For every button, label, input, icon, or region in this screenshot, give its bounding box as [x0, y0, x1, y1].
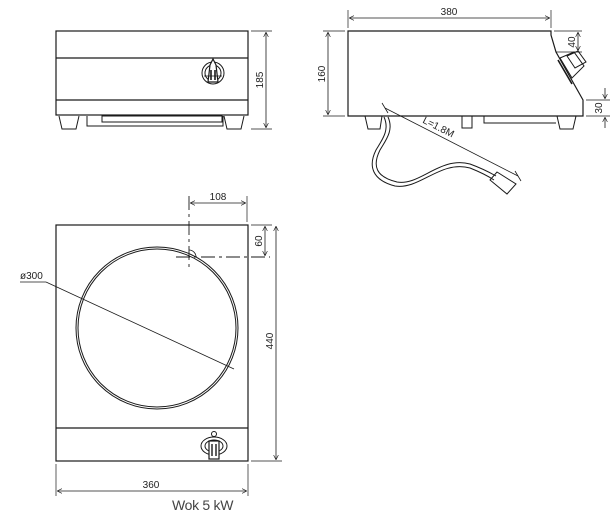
cable-length-label: L=1.8M [421, 115, 456, 140]
knob-offset-x-dim: 108 [210, 192, 227, 203]
side-knob-icon [557, 50, 587, 85]
side-height-dim: 160 [317, 65, 328, 82]
side-bottom-offset-dim: 30 [594, 102, 605, 114]
knob-offset-y-dim: 60 [254, 235, 265, 247]
wok-plate [75, 246, 239, 410]
control-knob-icon [201, 57, 225, 85]
side-depth-dim: 380 [441, 7, 458, 18]
top-depth-dim: 440 [265, 332, 276, 349]
plate-diameter-dim: ø300 [20, 271, 43, 282]
front-height-dim: 185 [255, 71, 266, 88]
top-knob-icon [200, 431, 228, 460]
product-caption: Wok 5 kW [172, 497, 234, 513]
side-top-offset-dim: 40 [567, 36, 578, 48]
side-view [323, 10, 610, 195]
top-view [20, 196, 282, 496]
power-cable [371, 116, 517, 195]
front-view [55, 30, 272, 130]
top-width-dim: 360 [143, 480, 160, 491]
